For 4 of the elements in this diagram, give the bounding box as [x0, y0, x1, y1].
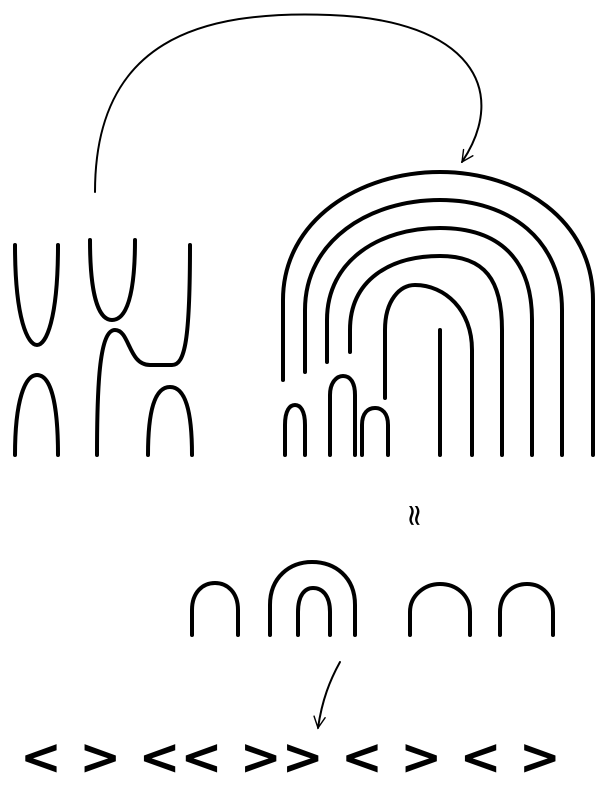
- arrow: [314, 661, 341, 729]
- arrow: [94, 14, 482, 193]
- bracket-sequence: < > << >> < > < >: [20, 732, 561, 782]
- approx-sign: ≈: [397, 502, 432, 528]
